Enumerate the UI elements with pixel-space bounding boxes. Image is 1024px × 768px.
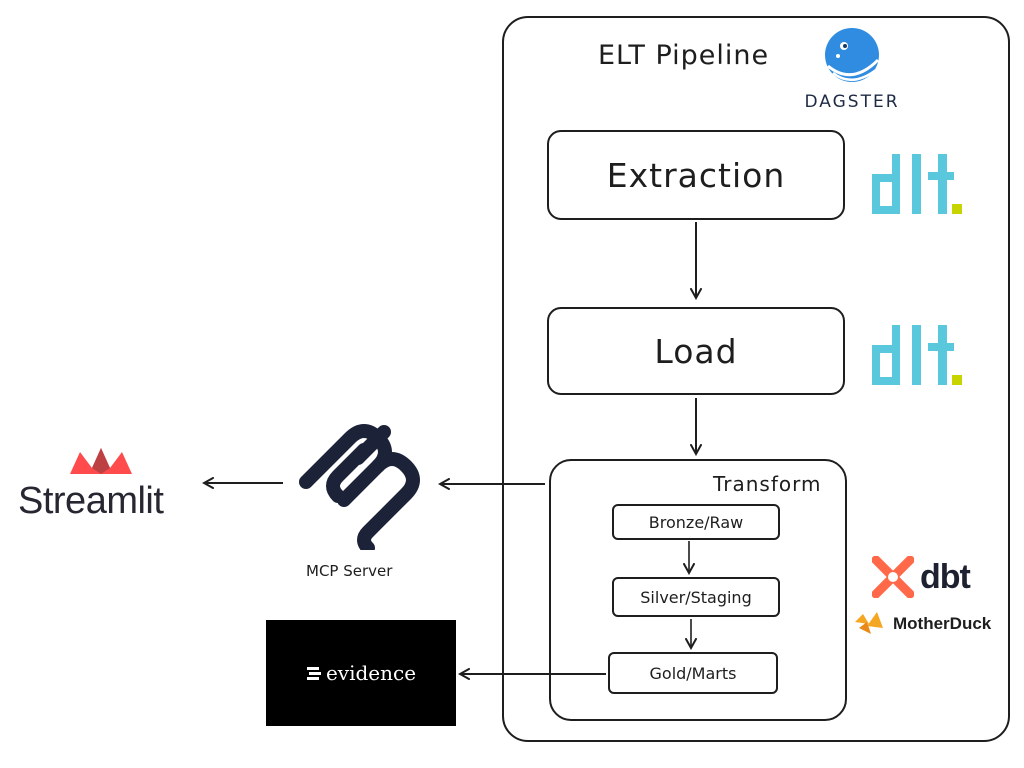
dbt-label: dbt (920, 557, 971, 596)
layer-bronze-raw: Bronze/Raw (612, 504, 780, 540)
motherduck-logo: MotherDuck (853, 610, 991, 638)
layer-gold-label: Gold/Marts (649, 663, 737, 683)
load-label: Load (654, 331, 738, 371)
mcp-server-label: MCP Server (306, 562, 393, 580)
layer-silver-staging: Silver/Staging (612, 577, 780, 617)
elt-pipeline-container (502, 16, 1010, 742)
motherduck-label: MotherDuck (893, 614, 992, 633)
layer-silver-label: Silver/Staging (640, 587, 752, 607)
extraction-step: Extraction (547, 130, 845, 220)
transform-label: Transform (713, 472, 822, 496)
streamlit-logo: Streamlit (18, 446, 188, 526)
streamlit-crown-icon (70, 448, 132, 474)
dbt-logo: dbt (872, 556, 971, 598)
evidence-label: evidence (325, 661, 417, 685)
streamlit-label: Streamlit (18, 480, 164, 522)
transform-container (549, 459, 847, 721)
dlt-logo-load (872, 315, 964, 389)
dagster-label: DAGSTER (804, 92, 900, 112)
dbt-logo-icon (872, 556, 914, 598)
layer-gold-marts: Gold/Marts (608, 652, 778, 694)
motherduck-duck-icon (855, 612, 883, 634)
pipeline-title: ELT Pipeline (598, 40, 770, 71)
mcp-server-node: MCP Server (298, 420, 428, 590)
extraction-label: Extraction (606, 155, 786, 195)
dlt-logo-extraction (872, 144, 964, 218)
dagster-octopus-icon (825, 28, 880, 82)
dlt-logo-icon (872, 154, 962, 214)
mcp-server-icon (299, 424, 420, 555)
dlt-logo-icon (872, 325, 962, 385)
evidence-logo-icon (306, 667, 321, 680)
layer-bronze-label: Bronze/Raw (648, 512, 744, 532)
dagster-logo: DAGSTER (800, 26, 904, 112)
evidence-logo: evidence (266, 620, 456, 726)
load-step: Load (547, 307, 845, 395)
